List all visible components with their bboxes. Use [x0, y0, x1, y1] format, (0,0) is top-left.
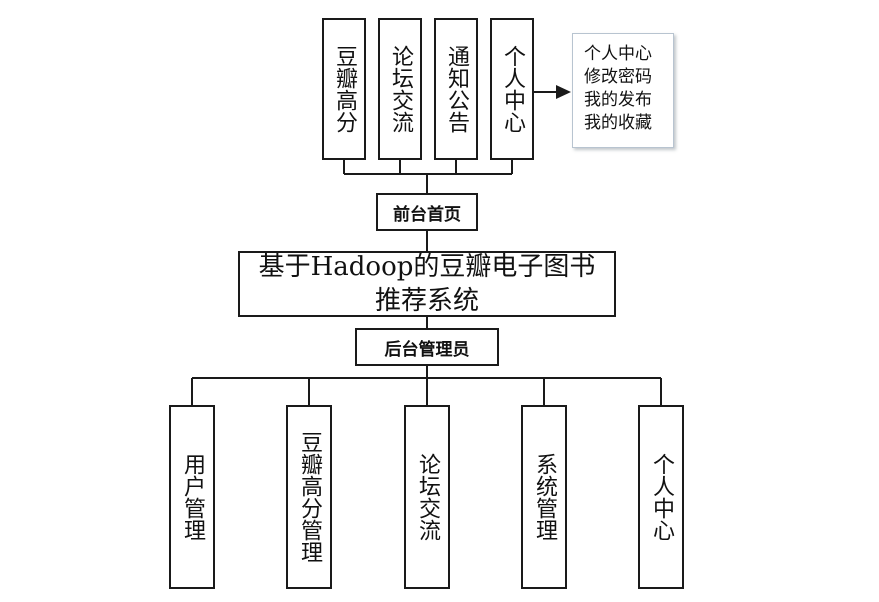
- front-module-label: 豆瓣高分: [332, 45, 357, 133]
- front-module-forum: 论坛交流: [378, 18, 422, 160]
- back-module-label: 个人中心: [649, 453, 674, 541]
- submenu-item: 个人中心: [584, 44, 652, 64]
- submenu-item: 我的收藏: [584, 113, 652, 133]
- submenu-item: 我的发布: [584, 90, 652, 110]
- backend-admin-label: 后台管理员: [384, 339, 470, 360]
- back-module-user-management: 用户管理: [169, 405, 215, 589]
- front-module-label: 个人中心: [500, 45, 525, 133]
- front-module-personal-center: 个人中心: [490, 18, 534, 160]
- front-module-douban-top: 豆瓣高分: [322, 18, 366, 160]
- personal-center-submenu: 个人中心 修改密码 我的发布 我的收藏: [572, 33, 674, 148]
- back-module-label: 用户管理: [180, 453, 205, 541]
- back-module-douban-top-management: 豆瓣高分管理: [286, 405, 332, 589]
- front-module-label: 论坛交流: [388, 45, 413, 133]
- backend-admin-node: 后台管理员: [355, 328, 499, 366]
- back-module-label: 豆瓣高分管理: [297, 431, 322, 563]
- system-title-node: 基于Hadoop的豆瓣电子图书推荐系统: [238, 251, 616, 317]
- submenu-item: 修改密码: [584, 67, 652, 87]
- arrow-head: [556, 85, 571, 99]
- back-module-personal-center: 个人中心: [638, 405, 684, 589]
- front-module-label: 通知公告: [444, 45, 469, 133]
- back-module-label: 论坛交流: [415, 453, 440, 541]
- front-module-notice: 通知公告: [434, 18, 478, 160]
- system-title: 基于Hadoop的豆瓣电子图书推荐系统: [258, 252, 596, 316]
- back-module-forum: 论坛交流: [404, 405, 450, 589]
- front-home-node: 前台首页: [376, 193, 478, 231]
- back-module-label: 系统管理: [532, 453, 557, 541]
- front-home-label: 前台首页: [393, 204, 461, 225]
- back-module-system-management: 系统管理: [521, 405, 567, 589]
